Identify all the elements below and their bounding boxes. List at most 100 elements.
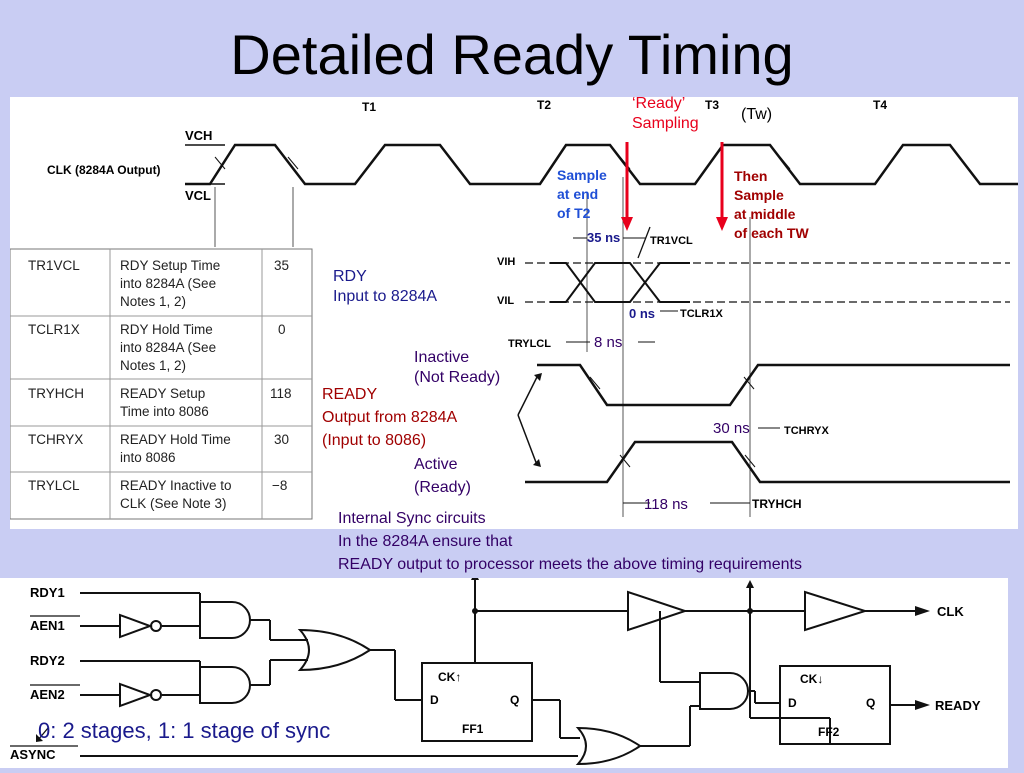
clk-waveform — [185, 143, 1018, 186]
then-sample-tw-note: Then Sample at middle of each TW — [734, 167, 809, 243]
note-line: (Input to 8086) — [322, 432, 427, 449]
note-line: (Not Ready) — [414, 369, 501, 386]
clk-tap-arrowhead — [746, 580, 754, 588]
ready-sampling-arrowhead-t2 — [621, 217, 633, 231]
inactive-note: Inactive (Not Ready) — [414, 348, 500, 388]
ff1-ck-label: CK↑ — [438, 670, 461, 684]
ns-8-label: 8 ns — [594, 334, 622, 351]
rdy-input-note: RDY Input to 8284A — [333, 267, 437, 307]
table-cell-desc: READY Setup — [120, 386, 205, 401]
note-line: ‘Ready’ — [632, 95, 686, 112]
tchryx-label: TCHRYX — [784, 425, 829, 437]
ff1-label: FF1 — [462, 722, 484, 736]
period-label-t3: T3 — [705, 98, 719, 112]
note-line: (Ready) — [414, 479, 471, 496]
note-line: Sampling — [632, 115, 699, 132]
table-cell-desc: READY Inactive to — [120, 478, 232, 493]
slide-title: Detailed Ready Timing — [230, 23, 794, 86]
note-line: READY — [322, 386, 378, 403]
clk-out-arrowhead — [915, 606, 930, 616]
note-line: RDY — [333, 268, 367, 285]
table-cell-desc: Notes 1, 2) — [120, 294, 186, 309]
note-line: of each TW — [734, 225, 809, 241]
async-label: ASYNC — [10, 747, 56, 762]
aen1-label: AEN1 — [30, 618, 65, 633]
and-gate-3 — [699, 672, 749, 710]
table-cell-value: 118 — [270, 386, 292, 401]
sync-circuit-diagram: RDY1 AEN1 RDY2 AEN2 ASYNC CK↑ D Q FF1 CK… — [10, 572, 981, 766]
note-line: Sample — [734, 187, 784, 203]
rdy1-label: RDY1 — [30, 585, 65, 600]
clk-buffer-2 — [804, 590, 869, 632]
ff1-q-label: Q — [510, 693, 519, 707]
clk-tick — [287, 156, 299, 170]
table-cell-desc: RDY Setup Time — [120, 258, 220, 273]
ready-sampling-note: ‘Ready’ Sampling — [632, 94, 699, 134]
ready-out-arrowhead — [915, 700, 930, 710]
active-note: Active (Ready) — [414, 453, 471, 499]
ff2-d-label: D — [788, 696, 797, 710]
clk-tick — [214, 156, 226, 170]
note-line: Sample — [557, 167, 607, 183]
note-line: In the 8284A ensure that — [338, 533, 513, 550]
note-line: Output from 8284A — [322, 409, 458, 426]
vih-label: VIH — [497, 256, 515, 268]
period-label-t4: T4 — [873, 98, 887, 112]
trylcl-label: TRYLCL — [508, 338, 551, 350]
ready-output-note: READY Output from 8284A (Input to 8086) — [322, 383, 457, 452]
and-gate-1 — [199, 601, 251, 639]
table-cell-value: 35 — [274, 258, 289, 273]
clk-label: CLK (8284A Output) — [47, 163, 161, 177]
tw-label: (Tw) — [741, 106, 772, 123]
aen1-inverter-bubble — [150, 620, 162, 632]
aen2-label: AEN2 — [30, 687, 65, 702]
tr1vcl-leader — [637, 226, 651, 259]
ready-tick — [744, 454, 756, 468]
sync-stages-note: 0: 2 stages, 1: 1 stage of sync — [38, 718, 331, 743]
clk-output-label: CLK — [937, 604, 964, 619]
timing-diagram-panel: T1 T2 T3 T4 (Tw) VCH VCL CLK (8284A Outp… — [9, 94, 1018, 529]
ready-output-label: READY — [935, 698, 981, 713]
ns-0-label: 0 ns — [629, 306, 655, 321]
aen2-inverter — [119, 682, 153, 708]
ready-inactive-waveform — [537, 363, 1010, 407]
ns-118-label: 118 ns — [644, 496, 688, 513]
junction-dot — [472, 608, 478, 614]
clk-tick — [779, 156, 791, 170]
note-line: READY output to processor meets the abov… — [338, 556, 802, 573]
ff2-ck-label: CK↓ — [800, 672, 823, 686]
sync-pointer-arrowhead — [36, 734, 43, 742]
active-arrowhead — [533, 459, 541, 467]
note-line: at end — [557, 186, 599, 202]
inactive-arrowhead — [534, 373, 542, 381]
ready-sampling-arrowhead-tw — [716, 217, 728, 231]
table-cell-desc: into 8284A (See — [120, 276, 216, 291]
table-cell-desc: into 8086 — [120, 450, 176, 465]
internal-sync-note: Internal Sync circuits In the 8284A ensu… — [338, 507, 802, 576]
table-cell-symbol: TCLR1X — [28, 322, 80, 337]
aen1-inverter — [119, 613, 153, 639]
clk-feed-arrowhead — [471, 572, 479, 580]
timing-parameters-table: TR1VCL RDY Setup Time into 8284A (See No… — [9, 248, 313, 520]
period-label-t2: T2 — [537, 98, 551, 112]
inactive-arrow — [517, 376, 538, 416]
and-gate-2 — [199, 666, 251, 704]
period-label-t1: T1 — [362, 100, 376, 114]
aen2-inverter-bubble — [150, 689, 162, 701]
or-gate-2 — [575, 726, 642, 766]
note-line: Internal Sync circuits — [338, 510, 486, 527]
rdy-transition-a — [550, 262, 690, 303]
ff1-d-label: D — [430, 693, 439, 707]
table-cell-desc: RDY Hold Time — [120, 322, 213, 337]
note-line: Active — [414, 456, 458, 473]
table-cell-symbol: TRYLCL — [28, 478, 80, 493]
rdy-transition-b — [550, 262, 690, 303]
vch-label: VCH — [185, 128, 212, 143]
or-gate-1 — [297, 628, 372, 672]
junction-dot — [747, 608, 753, 614]
ns-35-label: 35 ns — [587, 230, 620, 245]
note-line: Input to 8284A — [333, 288, 438, 305]
table-cell-value: −8 — [272, 478, 287, 493]
clk-buffer-1 — [627, 590, 689, 632]
table-cell-desc: CLK (See Note 3) — [120, 496, 227, 511]
